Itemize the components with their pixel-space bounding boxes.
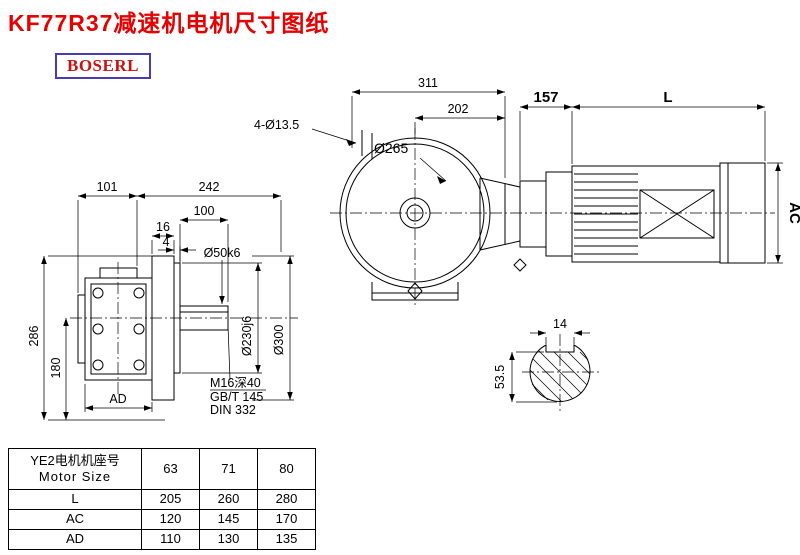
table-header-cn: YE2电机机座号	[30, 452, 120, 468]
shaft-section: 14 53.5	[493, 317, 600, 412]
tap-note: M16深40	[210, 376, 261, 390]
dim-ac-label: AC	[786, 202, 800, 224]
front-view-texts: 101 242 100 16 4 286 180 AD Ø50k6 Ø230j6…	[27, 180, 286, 417]
dim-100-label: 100	[194, 204, 215, 218]
tap-note-leader	[210, 324, 266, 391]
table-cell: 170	[257, 509, 316, 530]
table-cell: 130	[199, 529, 258, 550]
page-title: KF77R37减速机电机尺寸图纸	[8, 10, 330, 36]
dim-spigot-dia	[182, 262, 262, 374]
side-view-texts: 311 202 4-Ø13.5 Ø265 157 L AC	[254, 76, 800, 224]
dim-101-label: 101	[97, 180, 118, 194]
table-cell: 205	[141, 489, 200, 510]
flange-circle-label: Ø265	[374, 140, 408, 156]
motor-size-table: YE2电机机座号 Motor Size 63 71 80 L 205 260 2…	[8, 448, 316, 550]
dim-286-label: 286	[27, 326, 41, 347]
dimensions-side	[311, 89, 783, 264]
table-cell: 135	[257, 529, 316, 550]
dim-l-label: L	[663, 89, 672, 106]
dim-286	[41, 255, 165, 421]
motor-body	[571, 165, 721, 263]
key-width-label: 14	[553, 317, 567, 331]
table-cell: 260	[199, 489, 258, 510]
dim-section-height	[509, 351, 557, 403]
std-din-note: DIN 332	[210, 403, 256, 417]
table-cell: 145	[199, 509, 258, 530]
adapter-stage	[479, 171, 573, 272]
front-view: 101 242 100 16 4 286 180 AD Ø50k6 Ø230j6…	[27, 180, 298, 421]
dim-242-label: 242	[199, 180, 220, 194]
spigot-dia-label: Ø230j6	[240, 316, 254, 356]
dim-311-label: 311	[418, 76, 438, 90]
dim-157	[519, 104, 573, 180]
std-gb-note: GB/T 145	[210, 390, 263, 404]
table-header-cell: YE2电机机座号 Motor Size	[8, 448, 142, 490]
side-view-centerlines	[330, 128, 775, 305]
row-label: AC	[8, 509, 142, 530]
dim-l	[572, 104, 766, 161]
dim-4	[158, 246, 196, 261]
table-row-l: L 205 260 280	[8, 489, 316, 510]
dim-202	[414, 115, 505, 134]
dim-202-label: 202	[448, 102, 469, 116]
section-centerlines	[522, 334, 600, 412]
table-cell: 120	[141, 509, 200, 530]
table-row-ad: AD 110 130 135	[8, 529, 316, 550]
dim-180	[63, 318, 69, 420]
front-view-flange	[151, 255, 181, 401]
holes-label: 4-Ø13.5	[254, 118, 299, 132]
dim-180-label: 180	[49, 358, 63, 379]
flange-dia-leader	[419, 157, 447, 184]
table-row-ac: AC 120 145 170	[8, 509, 316, 530]
shaft-dia-label: Ø50k6	[204, 246, 241, 260]
table-size-col-3: 80	[257, 448, 316, 490]
flange-dia-label: Ø300	[272, 325, 286, 356]
table-header-row: YE2电机机座号 Motor Size 63 71 80	[8, 448, 316, 490]
front-view-housing	[77, 267, 153, 381]
dim-16-label: 16	[156, 220, 170, 234]
row-label: AD	[8, 529, 142, 550]
dim-flange-dia	[252, 255, 294, 401]
side-view: 311 202 4-Ø13.5 Ø265 157 L AC	[254, 76, 800, 305]
table-cell: 110	[141, 529, 200, 550]
dim-ac	[767, 162, 783, 264]
table-header-en: Motor Size	[38, 469, 112, 484]
brand-logo: BOSERL	[55, 53, 151, 79]
section-height-label: 53.5	[493, 365, 507, 389]
shaft-section-texts: 14 53.5	[493, 317, 567, 389]
table-cell: 280	[257, 489, 316, 510]
row-label: L	[8, 489, 142, 510]
dim-key-width	[530, 330, 590, 344]
dim-157-label: 157	[533, 89, 558, 106]
vent-diamond-icon	[513, 258, 527, 272]
section-hatching	[529, 350, 591, 403]
table-size-col-1: 63	[141, 448, 200, 490]
dim-ad	[84, 384, 153, 412]
table-size-col-2: 71	[199, 448, 258, 490]
dim-311	[351, 89, 506, 178]
holes-leader	[311, 128, 357, 146]
front-view-centerlines	[70, 262, 298, 396]
dim-shaft-dia-leader	[219, 260, 225, 304]
dim-4-label: 4	[163, 235, 170, 249]
dim-101-242	[77, 193, 282, 293]
dimensions-front	[41, 193, 294, 421]
dim-ad-label: AD	[109, 392, 126, 406]
dim-16	[151, 233, 175, 254]
